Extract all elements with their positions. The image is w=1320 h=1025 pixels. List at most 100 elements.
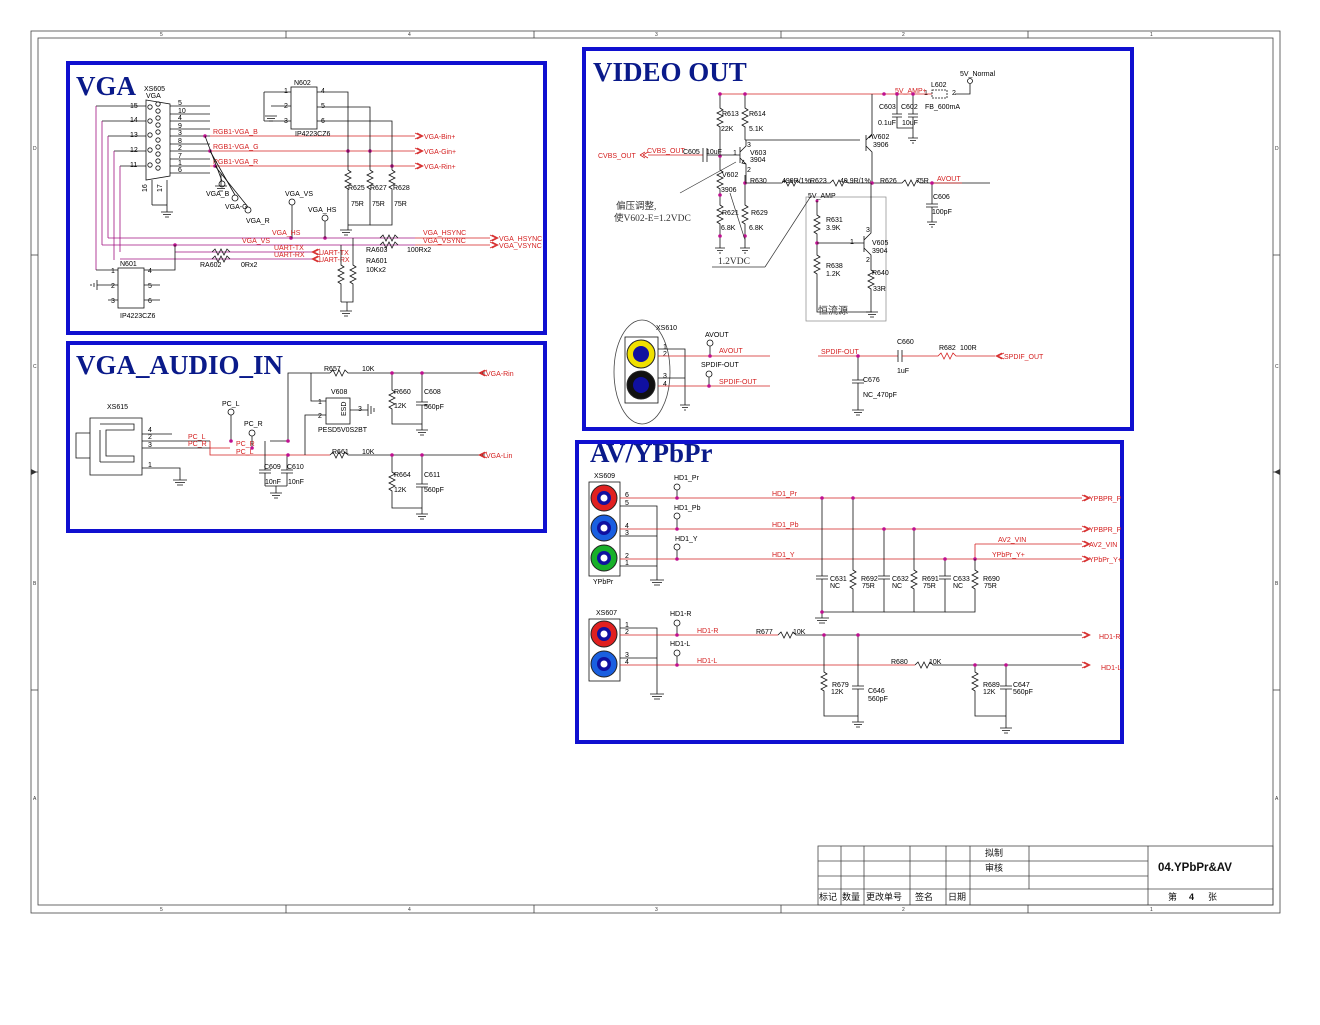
- svg-text:NC: NC: [953, 583, 963, 590]
- footer-mark: 标记: [819, 891, 837, 902]
- svg-text:VGA-Gin+: VGA-Gin+: [424, 149, 456, 156]
- svg-text:12K: 12K: [983, 689, 996, 696]
- svg-text:6.8K: 6.8K: [721, 225, 736, 232]
- svg-text:4: 4: [178, 115, 182, 122]
- svg-text:6: 6: [178, 167, 182, 174]
- svg-text:7: 7: [178, 153, 182, 160]
- svg-text:3: 3: [625, 530, 629, 537]
- svg-text:2: 2: [148, 434, 152, 441]
- svg-text:4: 4: [408, 907, 411, 913]
- svg-text:C: C: [33, 364, 37, 370]
- footer-date: 日期: [948, 892, 966, 902]
- vga-testpoints: VGA_B VGA-G VGA_R VGA_VS VGA_HS: [204, 135, 337, 238]
- video-out-section-title: VIDEO OUT: [593, 57, 747, 87]
- vga-audio-section-box: [66, 341, 547, 533]
- svg-text:1.2VDC: 1.2VDC: [718, 257, 750, 267]
- svg-text:RGB1-VGA_R: RGB1-VGA_R: [213, 159, 258, 166]
- xs607-av-in-jack: XS607 12 34: [588, 610, 664, 700]
- svg-text:1uF: 1uF: [897, 368, 909, 375]
- svg-text:75R: 75R: [351, 201, 364, 208]
- svg-text:2: 2: [625, 629, 629, 636]
- svg-text:VGA_VS: VGA_VS: [285, 191, 313, 198]
- svg-text:4: 4: [625, 659, 629, 666]
- svg-text:VGA-Rin: VGA-Rin: [486, 371, 514, 378]
- svg-text:2: 2: [902, 32, 905, 38]
- svg-text:3: 3: [655, 907, 658, 913]
- svg-text:1.2K: 1.2K: [826, 271, 841, 278]
- svg-text:UART-TX: UART-TX: [319, 250, 349, 257]
- svg-text:C633: C633: [953, 576, 970, 583]
- svg-text:R613: R613: [722, 111, 739, 118]
- vga-n601: N601 12 34 56 IP4223CZ6: [96, 245, 176, 320]
- svg-text:5V_AMP: 5V_AMP: [808, 193, 836, 200]
- svg-text:HD1_Pb: HD1_Pb: [772, 522, 799, 529]
- footer-signature: 签名: [915, 891, 933, 902]
- svg-text:C660: C660: [897, 339, 914, 346]
- svg-text:6: 6: [625, 492, 629, 499]
- svg-text:C608: C608: [424, 389, 441, 396]
- svg-text:VGA_HS: VGA_HS: [272, 230, 301, 237]
- svg-text:R630: R630: [750, 178, 767, 185]
- svg-text:10K: 10K: [362, 449, 375, 456]
- svg-text:B: B: [1275, 581, 1279, 587]
- svg-text:HD1_Y: HD1_Y: [772, 552, 795, 559]
- svg-text:100Rx2: 100Rx2: [407, 247, 431, 254]
- svg-text:RA601: RA601: [366, 258, 388, 265]
- svg-text:C610: C610: [287, 464, 304, 471]
- svg-text:C606: C606: [933, 194, 950, 201]
- svg-text:XS610: XS610: [656, 325, 677, 332]
- svg-text:HD1-L: HD1-L: [697, 658, 717, 665]
- svg-text:RGB1-VGA_B: RGB1-VGA_B: [213, 129, 258, 136]
- svg-text:4: 4: [148, 268, 152, 275]
- av-ypbpr-section-box: [575, 440, 1124, 744]
- svg-text:2: 2: [952, 90, 956, 97]
- svg-text:0.1uF: 0.1uF: [878, 120, 896, 127]
- svg-text:C646: C646: [868, 688, 885, 695]
- svg-text:75R: 75R: [394, 201, 407, 208]
- svg-text:3: 3: [178, 130, 182, 137]
- svg-text:C647: C647: [1013, 682, 1030, 689]
- vga-ground-symbols: [90, 115, 352, 317]
- svg-text:75R: 75R: [862, 583, 875, 590]
- svg-text:15: 15: [130, 103, 138, 110]
- svg-text:3904: 3904: [750, 157, 766, 164]
- svg-text:HD1-R: HD1-R: [1099, 634, 1120, 641]
- reviewed-label: 审核: [985, 862, 1003, 873]
- svg-text:VGA_HSYNC: VGA_HSYNC: [423, 230, 466, 237]
- svg-text:3: 3: [358, 406, 362, 413]
- svg-text:2: 2: [111, 283, 115, 290]
- vga-rgb-nets: RGB1-VGA_B RGB1-VGA_G RGB1-VGA_R VGA-Bin…: [95, 106, 456, 270]
- svg-text:C: C: [1275, 364, 1279, 370]
- svg-text:V605: V605: [872, 240, 888, 247]
- svg-text:R621: R621: [722, 210, 739, 217]
- svg-text:3: 3: [148, 442, 152, 449]
- svg-text:XS605: XS605: [144, 86, 165, 93]
- svg-text:R677: R677: [756, 629, 773, 636]
- svg-text:AVOUT: AVOUT: [719, 348, 743, 355]
- svg-text:SPDIF_OUT: SPDIF_OUT: [1004, 354, 1044, 361]
- svg-text:VGA-Rin+: VGA-Rin+: [424, 164, 456, 171]
- svg-text:FB_600mA: FB_600mA: [925, 104, 960, 111]
- svg-text:4: 4: [625, 523, 629, 530]
- footer-qty: 数量: [842, 891, 860, 902]
- svg-text:4: 4: [408, 32, 411, 38]
- svg-text:560pF: 560pF: [424, 487, 444, 494]
- svg-text:3904: 3904: [872, 248, 888, 255]
- svg-text:R679: R679: [832, 682, 849, 689]
- svg-text:IP4223CZ6: IP4223CZ6: [295, 131, 331, 138]
- svg-text:HD1_Y: HD1_Y: [675, 536, 698, 543]
- svg-text:RGB1-VGA_G: RGB1-VGA_G: [213, 144, 259, 151]
- svg-text:6.8K: 6.8K: [749, 225, 764, 232]
- svg-text:5: 5: [625, 500, 629, 507]
- svg-text:5: 5: [178, 100, 182, 107]
- svg-text:2: 2: [902, 907, 905, 913]
- svg-text:R626: R626: [880, 178, 897, 185]
- svg-text:1: 1: [318, 399, 322, 406]
